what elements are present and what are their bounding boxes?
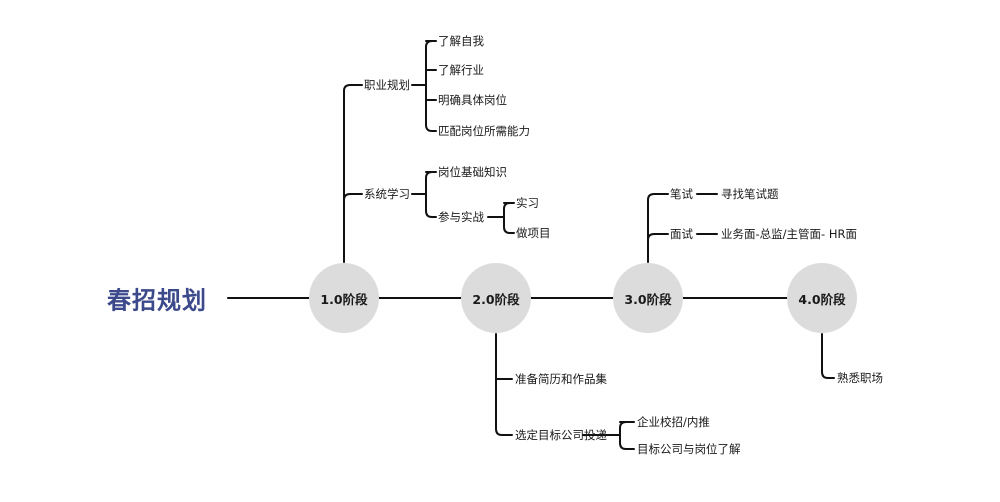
target-item: 目标公司与岗位了解 [637, 442, 741, 456]
stage-node-3: 3.0阶段 [613, 263, 683, 333]
stage1-branch-line [343, 193, 363, 201]
career-bracket [425, 40, 437, 132]
stage1-branch-line [343, 84, 363, 263]
stage-node-1: 1.0阶段 [309, 263, 379, 333]
practice-item: 实习 [516, 196, 539, 210]
career-item: 明确具体岗位 [438, 93, 507, 107]
target-item: 企业校招/内推 [637, 415, 710, 429]
stage-node-2: 2.0阶段 [461, 263, 531, 333]
career-planning-label: 职业规划 [364, 78, 410, 92]
stage2-branch-line [495, 333, 513, 436]
interview-label: 面试 [670, 227, 693, 241]
interview-detail: 业务面-总监/主管面- HR面 [721, 227, 857, 241]
target-bracket [619, 421, 635, 450]
stage3-branch-line [647, 233, 669, 241]
stage4-item: 熟悉职场 [837, 371, 883, 385]
career-item: 了解行业 [438, 63, 484, 77]
practice-item: 做项目 [516, 226, 551, 240]
career-item: 匹配岗位所需能力 [438, 124, 530, 138]
practice-bracket [503, 202, 515, 234]
study-item: 岗位基础知识 [438, 165, 507, 179]
study-bracket [425, 171, 437, 218]
page-title: 春招规划 [107, 286, 207, 315]
written-test-detail: 寻找笔试题 [721, 187, 779, 201]
career-item: 了解自我 [438, 34, 484, 48]
system-study-label: 系统学习 [364, 187, 410, 201]
stage4-branch-line [821, 333, 835, 379]
study-item: 参与实战 [438, 210, 484, 224]
stage2-item: 选定目标公司投递 [515, 428, 607, 442]
stage2-item: 准备简历和作品集 [515, 372, 607, 386]
stage3-branch-line [647, 193, 669, 263]
written-test-label: 笔试 [670, 187, 693, 201]
stage-node-4: 4.0阶段 [787, 263, 857, 333]
